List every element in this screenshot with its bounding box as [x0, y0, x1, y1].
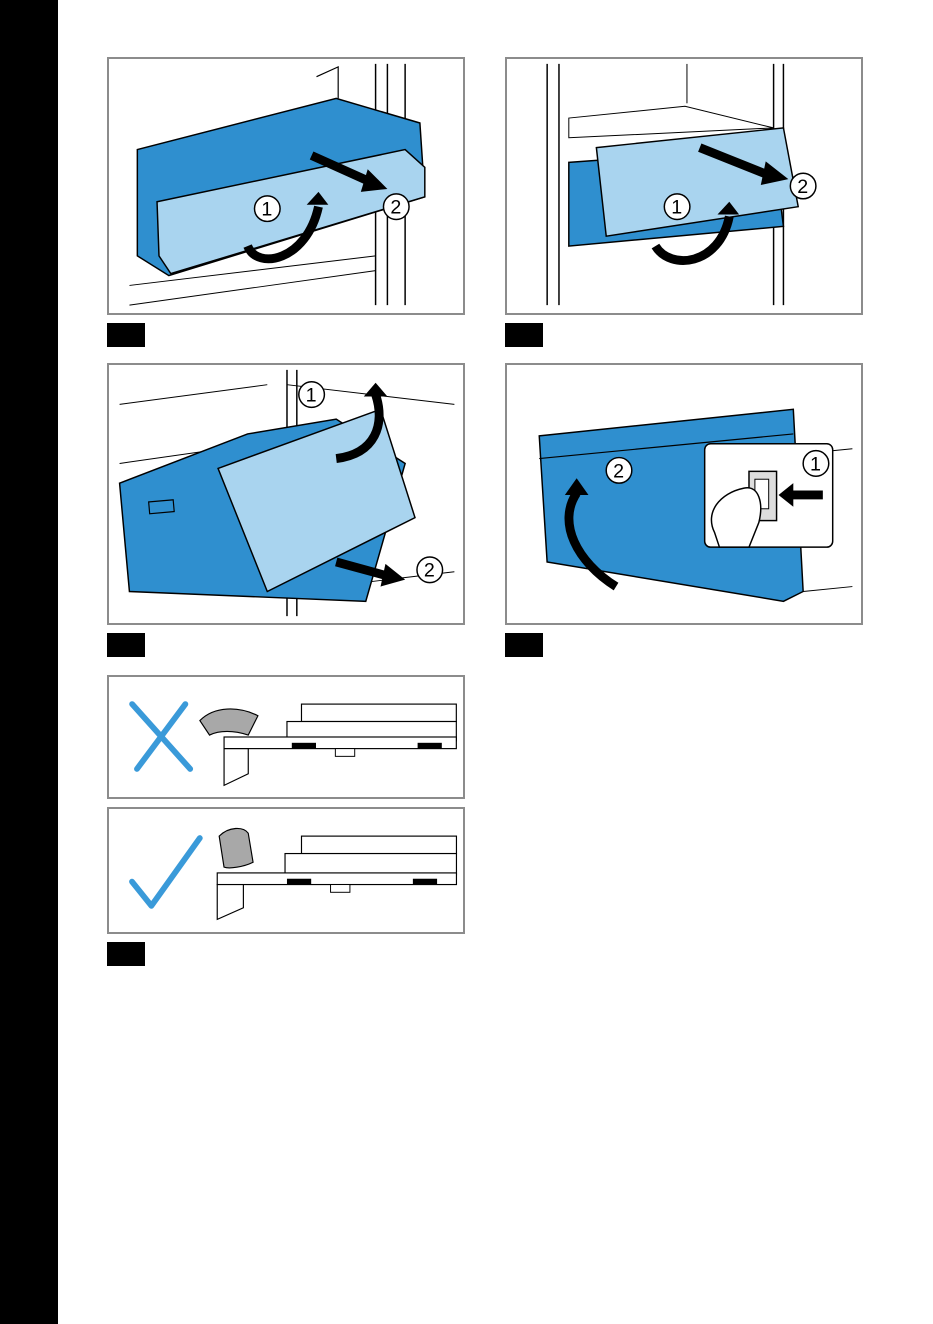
figure-2-panel: 1 2 [505, 57, 863, 315]
drawer-release-illustration: 2 1 [507, 365, 861, 623]
drawer-tilt-illustration: 1 2 [109, 365, 463, 623]
rail-correct-illustration [109, 809, 463, 932]
callout-2: 2 [424, 560, 435, 582]
figure-3-panel: 1 2 [107, 363, 465, 625]
drawer-remove-illustration-2: 1 2 [507, 59, 861, 313]
callout-1: 1 [306, 384, 317, 406]
figure-1-panel: 1 2 [107, 57, 465, 315]
check-icon [132, 838, 200, 906]
callout-2: 2 [797, 176, 808, 198]
callout-1: 1 [671, 197, 682, 219]
figure-2-tab [505, 323, 543, 347]
figure-5-correct-panel [107, 807, 465, 934]
figure-5-tab [107, 942, 145, 966]
figure-1-tab [107, 323, 145, 347]
rail-wrong-illustration [109, 677, 463, 797]
callout-1: 1 [810, 453, 821, 475]
figure-3-tab [107, 633, 145, 657]
callout-1: 1 [261, 199, 272, 221]
drawer-remove-illustration-1: 1 2 [109, 59, 463, 313]
page-side-bar [0, 0, 58, 1324]
callout-2: 2 [390, 197, 401, 219]
figure-4-panel: 2 1 [505, 363, 863, 625]
callout-2: 2 [613, 460, 624, 482]
figure-5-wrong-panel [107, 675, 465, 799]
figure-4-tab [505, 633, 543, 657]
cross-icon [132, 704, 190, 769]
